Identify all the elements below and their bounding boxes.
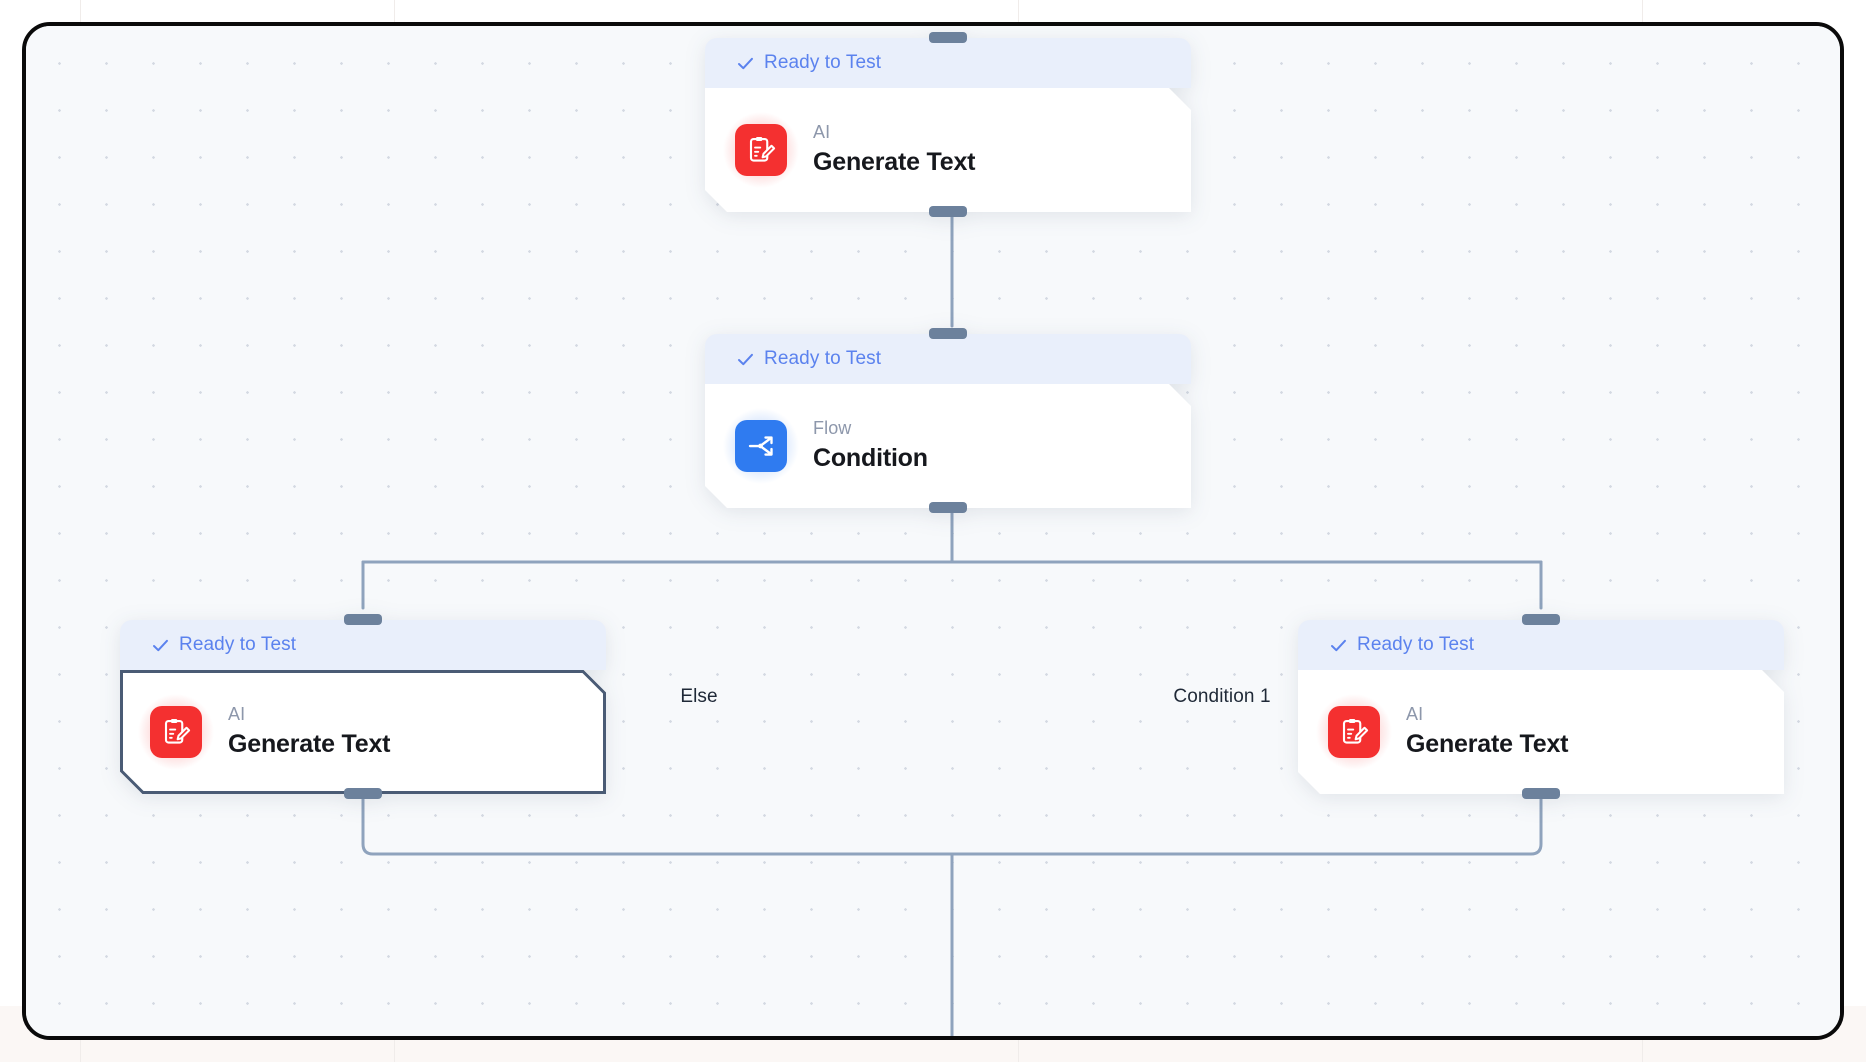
node-title-label: Condition <box>813 444 928 473</box>
clipboard-edit-icon <box>735 124 787 176</box>
node-status-label: Ready to Test <box>764 348 882 369</box>
edge-label-condition-1: Condition 1 <box>1173 686 1271 707</box>
node-title-label: Generate Text <box>228 730 391 759</box>
chrome-divider <box>1018 0 1019 26</box>
node-status-header: Ready to Test <box>705 334 1191 384</box>
node-handle-target[interactable] <box>929 32 967 43</box>
node-text-block: AI Generate Text <box>228 705 390 759</box>
check-icon <box>737 351 754 368</box>
node-status-header: Ready to Test <box>1298 620 1784 670</box>
clipboard-edit-icon <box>150 706 202 758</box>
workflow-node-generate-text-condition-1[interactable]: Ready to Test AI Generate Text <box>1298 614 1784 799</box>
chrome-divider <box>1642 0 1643 26</box>
node-body[interactable]: AI Generate Text <box>120 670 606 794</box>
node-status-header: Ready to Test <box>120 620 606 670</box>
workflow-node-generate-text-else[interactable]: Ready to Test AI Generate Text <box>120 614 606 799</box>
node-handle-target[interactable] <box>929 328 967 339</box>
node-status-header: Ready to Test <box>705 38 1191 88</box>
node-body[interactable]: Flow Condition <box>705 384 1191 508</box>
node-body[interactable]: AI Generate Text <box>705 88 1191 212</box>
node-handle-source[interactable] <box>929 206 967 217</box>
node-status-label: Ready to Test <box>1357 634 1475 655</box>
node-text-block: Flow Condition <box>813 419 928 473</box>
top-chrome-strip <box>0 0 1866 26</box>
node-text-block: AI Generate Text <box>813 123 975 177</box>
branch-split-icon <box>735 420 787 472</box>
node-handle-source[interactable] <box>929 502 967 513</box>
check-icon <box>152 637 169 654</box>
check-icon <box>1330 637 1347 654</box>
workflow-node-generate-text-top[interactable]: Ready to Test AI Generate Text <box>705 32 1191 217</box>
check-icon <box>737 55 754 72</box>
node-status-label: Ready to Test <box>764 52 882 73</box>
node-category-label: AI <box>1406 704 1424 725</box>
node-category-label: AI <box>228 704 246 725</box>
node-body[interactable]: AI Generate Text <box>1298 670 1784 794</box>
node-category-label: Flow <box>813 418 852 439</box>
node-handle-target[interactable] <box>344 614 382 625</box>
node-text-block: AI Generate Text <box>1406 705 1568 759</box>
node-title-label: Generate Text <box>1406 730 1569 759</box>
chrome-divider <box>394 0 395 26</box>
workflow-node-condition[interactable]: Ready to Test Flow Condition <box>705 328 1191 513</box>
workflow-canvas[interactable]: Else Condition 1 Ready to Test <box>22 22 1844 1040</box>
node-title-label: Generate Text <box>813 148 976 177</box>
node-status-label: Ready to Test <box>179 634 297 655</box>
node-category-label: AI <box>813 122 831 143</box>
node-handle-source[interactable] <box>344 788 382 799</box>
edge-label-else: Else <box>680 686 718 707</box>
node-handle-source[interactable] <box>1522 788 1560 799</box>
chrome-divider <box>80 0 81 26</box>
node-handle-target[interactable] <box>1522 614 1560 625</box>
clipboard-edit-icon <box>1328 706 1380 758</box>
